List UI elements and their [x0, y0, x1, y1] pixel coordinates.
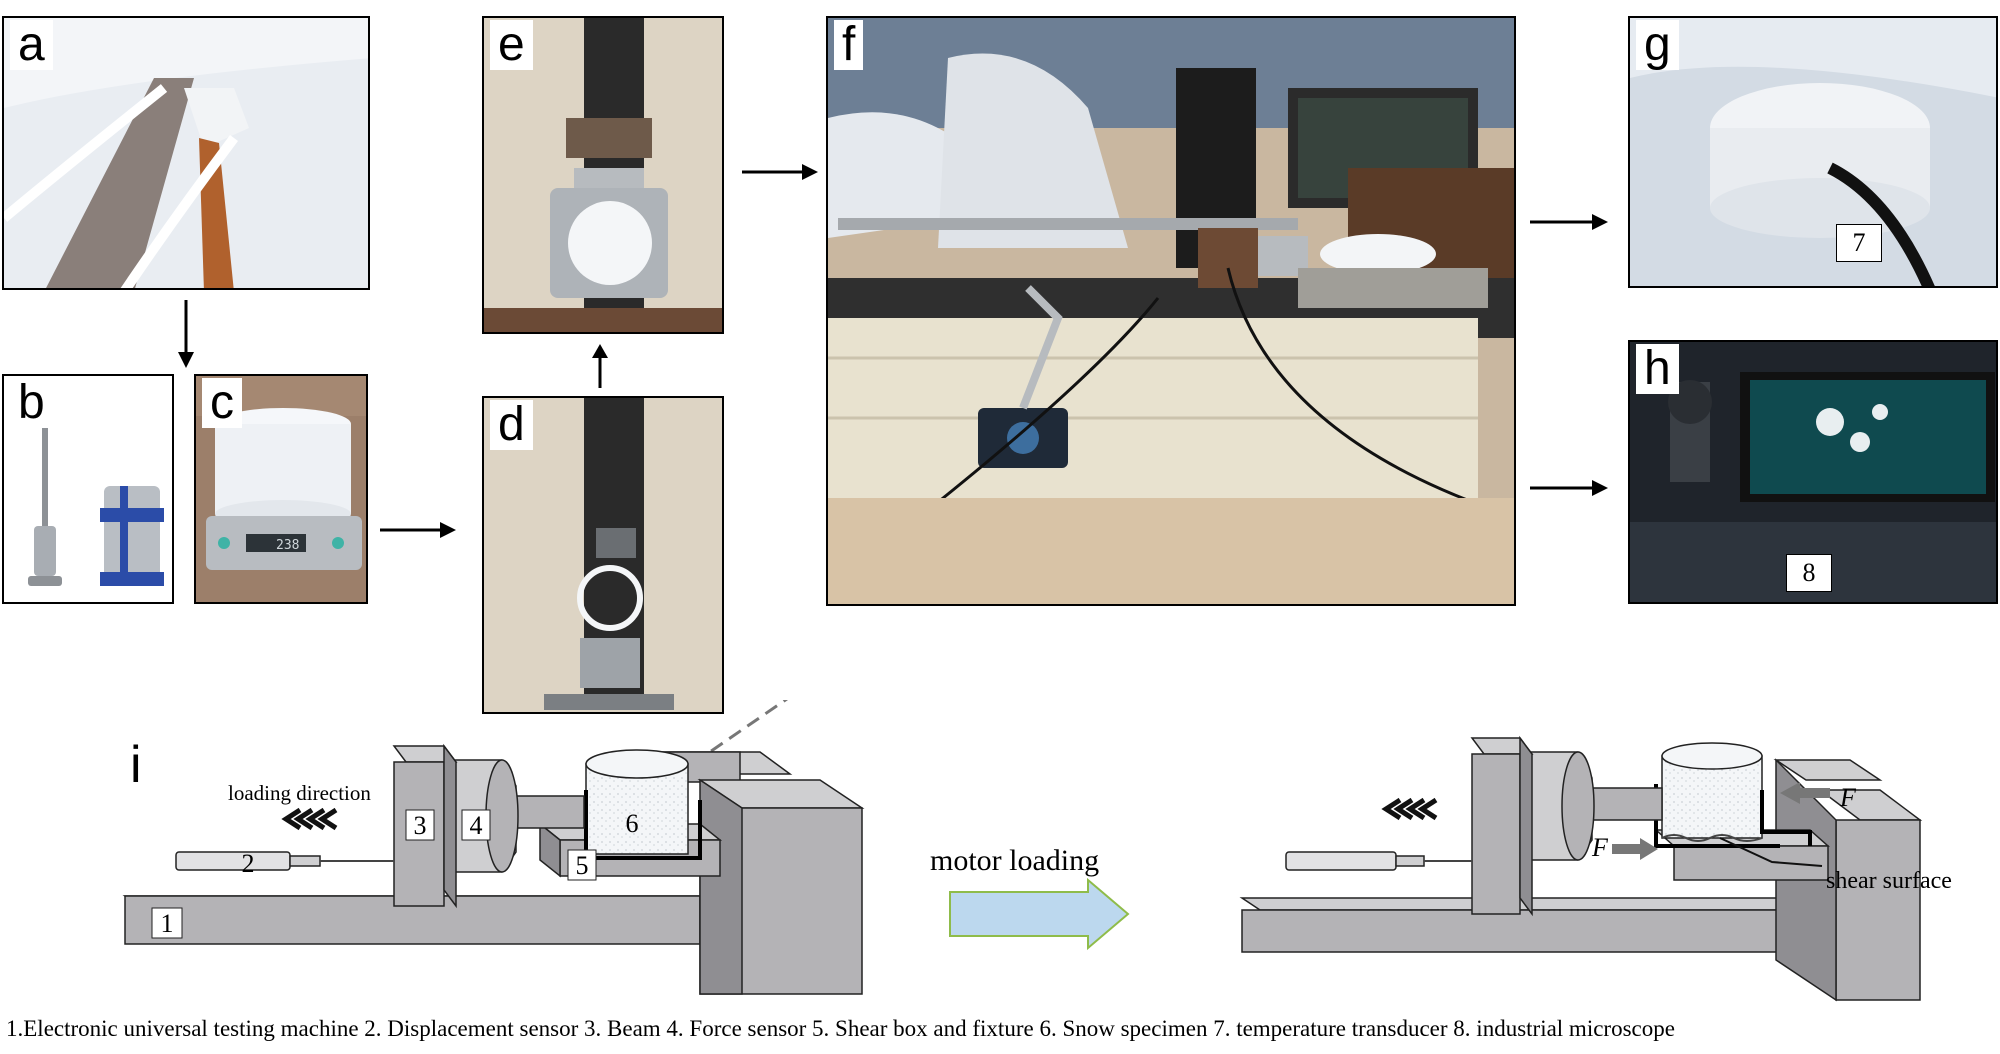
panel-f: f — [826, 16, 1516, 606]
panel-e-label: e — [490, 20, 533, 70]
svg-text:2: 2 — [242, 849, 255, 878]
arrow-f-to-g — [1530, 214, 1608, 230]
shear-surface-label: shear surface — [1826, 868, 1952, 894]
panel-b: b — [2, 374, 174, 604]
panel-c-label: c — [202, 378, 242, 428]
diagram-label: i — [130, 736, 142, 794]
arrow-e-to-f — [742, 164, 818, 180]
panel-f-label: f — [834, 20, 864, 70]
arrow-a-to-c — [178, 300, 194, 368]
ring-test-machine-photo — [484, 398, 722, 712]
svg-text:5: 5 — [576, 851, 589, 880]
force-label-lower: F — [1591, 833, 1609, 862]
temperature-transducer-photo — [1630, 18, 1996, 286]
marker-8: 8 — [1786, 554, 1832, 592]
compression-test-photo — [484, 18, 722, 332]
svg-text:4: 4 — [470, 811, 483, 840]
panel-d-label: d — [490, 400, 533, 450]
panel-e: e — [482, 16, 724, 334]
figure-caption: 1.Electronic universal testing machine 2… — [6, 1016, 1675, 1041]
arrow-c-to-d — [380, 522, 456, 538]
panel-a-label: a — [10, 20, 53, 70]
arrow-f-to-h — [1530, 480, 1608, 496]
svg-text:1: 1 — [161, 909, 174, 938]
scale-readout: 238 — [276, 538, 299, 553]
schematic-diagram: i loading dir — [122, 700, 1952, 1002]
snow-shovel-photo — [4, 18, 368, 288]
panel-g: g 7 — [1628, 16, 1998, 288]
panel-h-label: h — [1636, 344, 1679, 394]
shear-test-setup-photo — [828, 18, 1514, 604]
right-loading-direction-arrows — [1381, 797, 1438, 821]
left-number-labels: 1 2 3 4 5 6 — [151, 809, 639, 939]
panel-b-label: b — [10, 378, 53, 428]
force-label-upper: F — [1839, 783, 1857, 812]
motor-loading-arrow — [949, 877, 1130, 951]
panel-g-label: g — [1636, 20, 1679, 70]
marker-7: 7 — [1836, 224, 1882, 262]
left-loading-direction-arrows — [281, 807, 338, 831]
force-arrows — [1612, 782, 1830, 860]
motor-loading-label: motor loading — [930, 844, 1099, 877]
loading-direction-label: loading direction — [228, 781, 371, 805]
panel-d: d — [482, 396, 724, 714]
arrow-d-to-e — [592, 344, 608, 388]
svg-text:3: 3 — [414, 811, 427, 840]
panel-c: 238 c — [194, 374, 368, 604]
svg-text:6: 6 — [626, 809, 639, 838]
right-machine — [1239, 735, 1923, 1002]
left-machine — [122, 743, 865, 995]
shear-surface-pointer — [1719, 837, 1823, 867]
leader-dashed-line — [671, 700, 789, 780]
panel-h: h 8 — [1628, 340, 1998, 604]
panel-a: a — [2, 16, 370, 290]
